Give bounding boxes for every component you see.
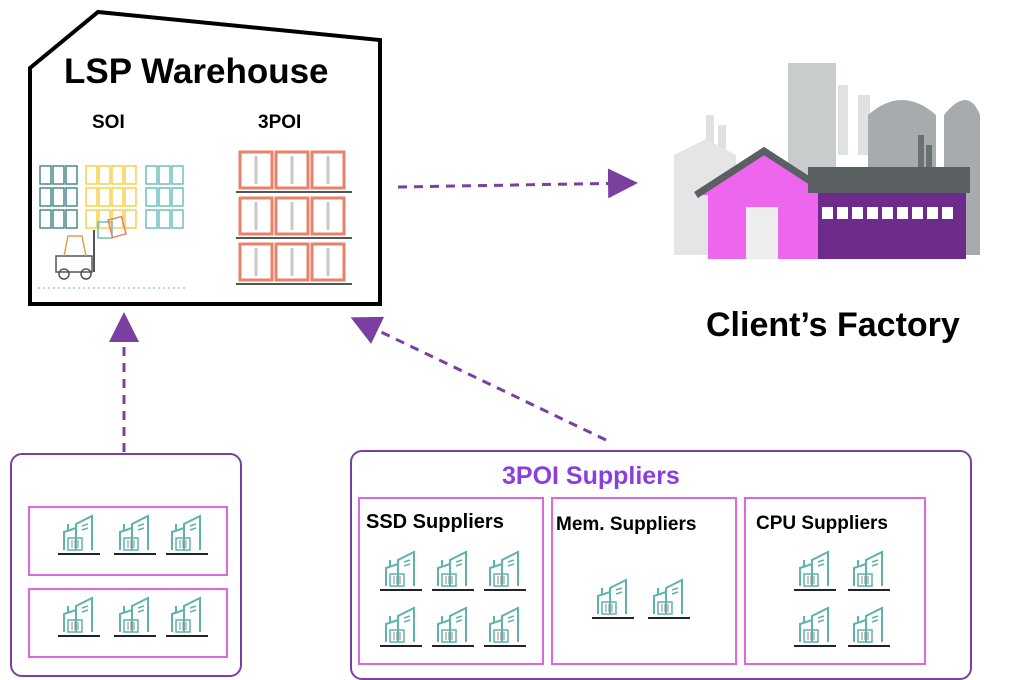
- ssd-suppliers-label: SSD Suppliers: [366, 511, 504, 533]
- shelf-bin: [158, 187, 171, 207]
- shelf-bin: [145, 209, 158, 229]
- ssd-suppliers-box: [358, 497, 544, 665]
- shelf-bin: [124, 209, 137, 229]
- factory-window: [837, 207, 848, 219]
- supplier-building-icon: [164, 512, 210, 558]
- rack-bin: [238, 242, 274, 282]
- supplier-building-icon: [792, 548, 838, 594]
- shelf-bin: [171, 187, 184, 207]
- threepoi-rack-illustration: [236, 150, 352, 285]
- shelf-bin: [145, 165, 158, 185]
- shelf-bin: [124, 165, 137, 185]
- shelf-bin: [85, 165, 98, 185]
- factory-window: [897, 207, 908, 219]
- rack-bin: [274, 242, 310, 282]
- shelf-bin: [39, 165, 52, 185]
- factory-window: [942, 207, 953, 219]
- shelf-bin: [85, 209, 98, 229]
- shelf-bin: [171, 165, 184, 185]
- rack-bin: [310, 150, 346, 190]
- shelf-bin: [98, 187, 111, 207]
- rack-bin: [310, 242, 346, 282]
- threepoi-label: 3POI: [258, 112, 302, 133]
- forklift-icon: [38, 215, 188, 289]
- supplier-building-icon: [430, 548, 476, 594]
- factory-icon: [674, 63, 980, 259]
- factory-window: [912, 207, 923, 219]
- shelf-bin: [145, 187, 158, 207]
- factory-window: [822, 207, 833, 219]
- cpu-suppliers-box: [744, 497, 926, 665]
- supplier-building-icon: [378, 604, 424, 650]
- shelf-bin: [171, 209, 184, 229]
- supplier-building-icon: [56, 512, 102, 558]
- shelf-bin: [98, 209, 111, 229]
- supplier-building-icon: [792, 604, 838, 650]
- shelf-bin: [85, 187, 98, 207]
- rack-bin: [274, 150, 310, 190]
- shelf-bin: [39, 209, 52, 229]
- supplier-building-icon: [482, 548, 528, 594]
- shelf-bin: [98, 165, 111, 185]
- supplier-building-icon: [56, 594, 102, 640]
- shelf-bin: [111, 165, 124, 185]
- warehouse-outline: [28, 9, 382, 306]
- shelf-bin: [65, 165, 78, 185]
- factory-window: [867, 207, 878, 219]
- shelf-bin: [158, 209, 171, 229]
- shelf-bin: [111, 187, 124, 207]
- shelf-bin: [65, 209, 78, 229]
- shelf-bin: [158, 165, 171, 185]
- shelf-bin: [39, 187, 52, 207]
- rack-bin: [310, 196, 346, 236]
- threepoi-suppliers-title: 3POI Suppliers: [502, 462, 680, 490]
- factory-window: [882, 207, 893, 219]
- rack-bin: [274, 196, 310, 236]
- shelf-bin: [52, 187, 65, 207]
- supplier-building-icon: [164, 594, 210, 640]
- supplier-building-icon: [378, 548, 424, 594]
- supplier-building-icon: [112, 512, 158, 558]
- rack-bin: [238, 196, 274, 236]
- mem-suppliers-label: Mem. Suppliers: [556, 514, 697, 535]
- supplier-building-icon: [112, 594, 158, 640]
- soi-shelves-illustration: [38, 165, 188, 289]
- factory-label: Client’s Factory: [706, 306, 960, 344]
- soi-suppliers-row-1: [28, 506, 228, 576]
- supplier-building-icon: [590, 576, 636, 622]
- cpu-suppliers-label: CPU Suppliers: [756, 513, 888, 534]
- soi-suppliers-row-2: [28, 588, 228, 658]
- mem-suppliers-box: [551, 497, 737, 665]
- shelf-bin: [52, 209, 65, 229]
- warehouse-title: LSP Warehouse: [64, 52, 329, 91]
- rack-bin: [238, 150, 274, 190]
- soi-label: SOI: [92, 112, 125, 133]
- supplier-building-icon: [646, 576, 692, 622]
- shelf-bin: [65, 187, 78, 207]
- supplier-building-icon: [846, 548, 892, 594]
- supplier-building-icon: [482, 604, 528, 650]
- shelf-bin: [52, 165, 65, 185]
- supplier-building-icon: [846, 604, 892, 650]
- shelf-bin: [124, 187, 137, 207]
- supplier-building-icon: [430, 604, 476, 650]
- factory-window: [927, 207, 938, 219]
- factory-window: [852, 207, 863, 219]
